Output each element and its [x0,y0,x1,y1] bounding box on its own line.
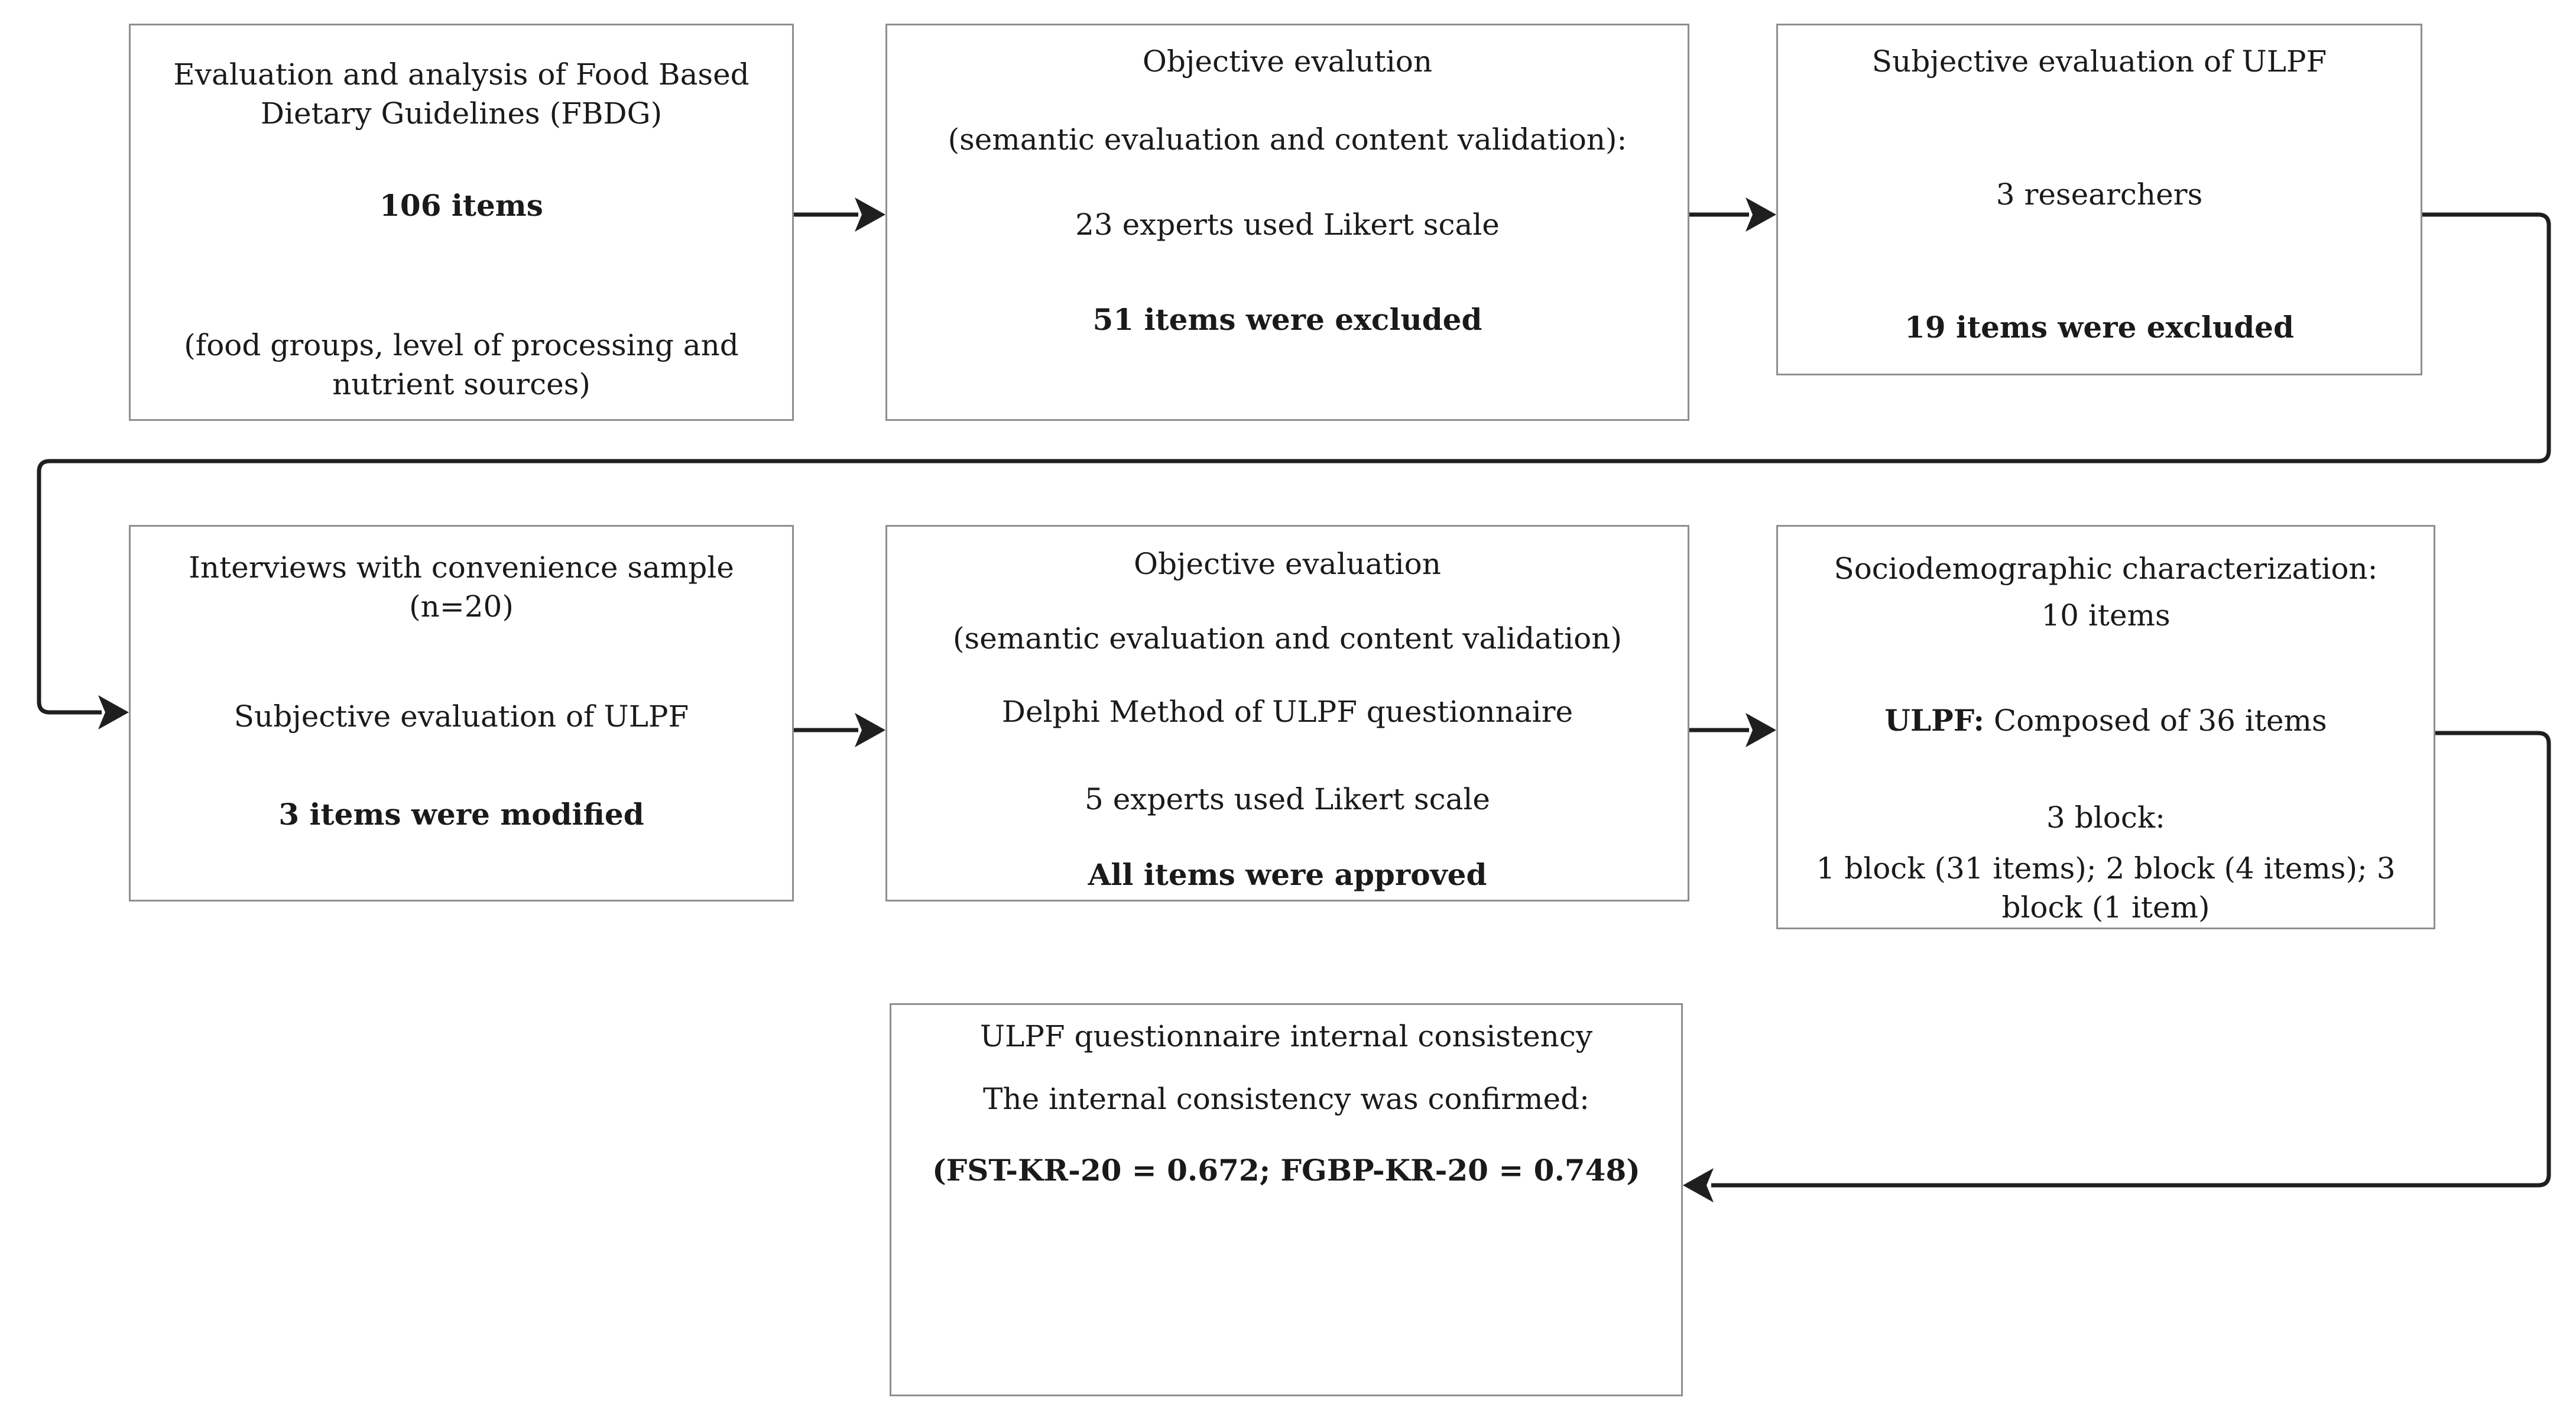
box-sociodemographic-ulpf: Sociodemographic characterization: 10 it… [1776,525,2435,929]
box6-line3-label: ULPF: [1884,703,1984,738]
box5-line3: Delphi Method of ULPF questionnaire [1001,695,1573,729]
box3-line3: 19 items were excluded [1905,310,2294,345]
box3-line1: Subjective evaluation of ULPF [1871,44,2327,79]
box2-line1: Objective evalution [1142,44,1433,79]
arrowhead-box6-box7-icon [1683,1168,1714,1202]
box6-line3-rest: Composed of 36 items [1984,703,2327,738]
box2-line2: (semantic evaluation and content validat… [948,122,1627,157]
connector-box6-box7 [1711,731,2551,1188]
box5-line5: All items were approved [1088,857,1487,892]
arrowhead-box4-box5-icon [855,713,885,747]
box6-line5: 1 block (31 items); 2 block (4 items); 3 [1816,851,2396,886]
box-interviews: Interviews with convenience sample (n=20… [129,525,794,902]
box4-line1: Interviews with convenience sample [189,550,734,585]
arrowhead-box1-box2-icon [855,197,885,232]
box6-line1: Sociodemographic characterization: [1834,552,2378,586]
connector-box3-box4 [37,212,2551,715]
box6-line4: 3 block: [2046,800,2165,835]
box5-line1: Objective evaluation [1134,547,1441,581]
box6-line6: block (1 item) [2001,890,2210,925]
box-fbdg-analysis: Evaluation and analysis of Food Based Di… [129,24,794,421]
box3-line2: 3 researchers [1996,177,2203,212]
box1-line2: Dietary Guidelines (FBDG) [260,96,663,131]
box5-line2: (semantic evaluation and content validat… [953,621,1622,656]
box1-line3: 106 items [379,188,543,223]
box6-line3: ULPF: Composed of 36 items [1778,701,2434,740]
box2-line3: 23 experts used Likert scale [1075,207,1500,242]
box7-line2: The internal consistency was confirmed: [983,1082,1589,1116]
arrowhead-box3-box4-icon [98,695,129,729]
box-objective-evaluation-1: Objective evalution (semantic evaluation… [885,24,1689,421]
box5-line4: 5 experts used Likert scale [1084,782,1490,816]
box6-line2: 10 items [2041,598,2171,633]
box4-line2: (n=20) [409,589,514,624]
box1-line5: nutrient sources) [332,367,591,401]
box7-line1: ULPF questionnaire internal consistency [979,1019,1593,1053]
box-internal-consistency: ULPF questionnaire internal consistency … [890,1003,1683,1396]
arrowhead-box2-box3-icon [1746,197,1776,232]
box2-line4: 51 items were excluded [1092,302,1482,337]
box1-line1: Evaluation and analysis of Food Based [173,57,750,92]
box-objective-evaluation-delphi: Objective evaluation (semantic evaluatio… [885,525,1689,902]
arrowhead-box5-box6-icon [1746,713,1776,747]
box4-line4: 3 items were modified [278,797,644,832]
box4-line3: Subjective evaluation of ULPF [233,699,689,734]
box-subjective-evaluation-ulpf: Subjective evaluation of ULPF 3 research… [1776,24,2422,375]
box7-line3: (FST-KR-20 = 0.672; FGBP-KR-20 = 0.748) [932,1153,1640,1188]
box1-line4: (food groups, level of processing and [184,328,739,362]
